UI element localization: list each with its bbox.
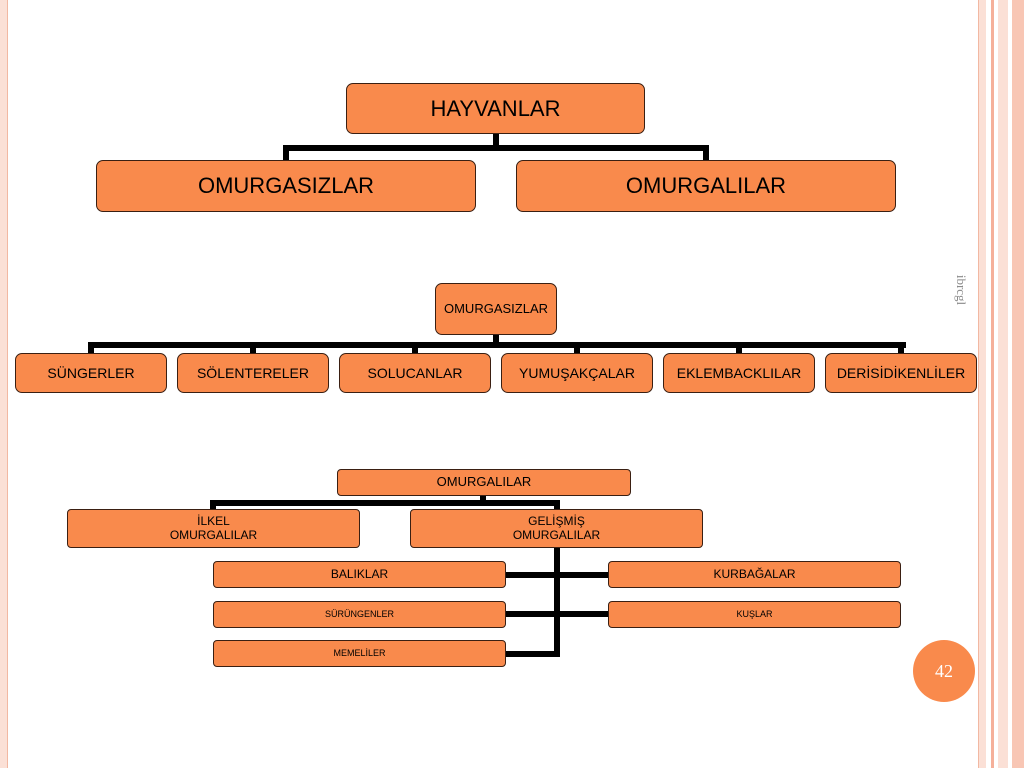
connector	[574, 342, 580, 355]
node-baliklar: BALIKLAR	[213, 561, 506, 588]
node-omurgasizlar-root: OMURGASIZLAR	[435, 283, 557, 335]
connector	[250, 342, 256, 355]
connector	[412, 342, 418, 355]
node-omurgalilar-root: OMURGALILAR	[337, 469, 631, 496]
node-kuslar: KUŞLAR	[608, 601, 901, 628]
node-solentereler: SÖLENTERELER	[177, 353, 329, 393]
page-number-badge: 42	[913, 640, 975, 702]
connector	[88, 342, 906, 348]
node-solucanlar: SOLUCANLAR	[339, 353, 491, 393]
node-surungenler: SÜRÜNGENLER	[213, 601, 506, 628]
connector	[554, 500, 560, 510]
connector	[283, 145, 289, 161]
node-eklembacklilar: EKLEMBACKLILAR	[663, 353, 815, 393]
connector	[505, 651, 560, 657]
slide-frame-right	[978, 0, 1024, 768]
connector	[736, 342, 742, 355]
node-omurgalilar: OMURGALILAR	[516, 160, 896, 212]
connector	[283, 145, 709, 151]
connector	[554, 547, 560, 657]
node-hayvanlar: HAYVANLAR	[346, 83, 645, 134]
connector	[480, 495, 486, 503]
connector	[493, 133, 499, 148]
node-sungerler: SÜNGERLER	[15, 353, 167, 393]
node-derisidikenliler: DERİSİDİKENLİLER	[825, 353, 977, 393]
watermark-text: ibrcgl	[953, 274, 969, 306]
connector	[210, 500, 560, 506]
node-kurbagalar: KURBAĞALAR	[608, 561, 901, 588]
connector	[703, 145, 709, 161]
connector	[505, 611, 609, 617]
connector	[898, 342, 904, 355]
connector	[88, 342, 94, 355]
node-memeliler: MEMELİLER	[213, 640, 506, 667]
node-gelismis-omurgalilar: GELİŞMİŞ OMURGALILAR	[410, 509, 703, 548]
watermark: ibrcgl	[944, 268, 978, 312]
node-ilkel-omurgalilar: İLKEL OMURGALILAR	[67, 509, 360, 548]
connector	[505, 572, 609, 578]
slide-frame-left	[0, 0, 8, 768]
connector	[493, 333, 499, 346]
node-omurgasizlar: OMURGASIZLAR	[96, 160, 476, 212]
node-yumusakcalar: YUMUŞAKÇALAR	[501, 353, 653, 393]
connector	[210, 500, 216, 510]
